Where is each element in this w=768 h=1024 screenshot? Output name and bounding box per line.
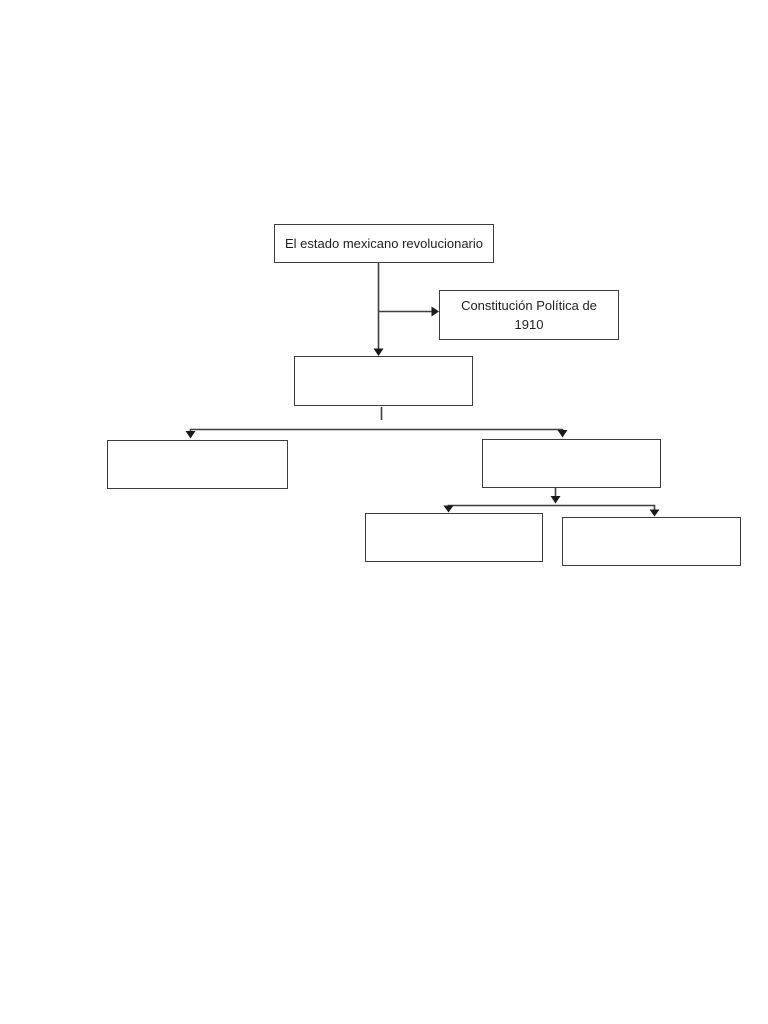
node-nivel3-izquierda-empty xyxy=(365,513,543,562)
node-nivel1-empty xyxy=(294,356,473,406)
edge-nivel1-nivel2 xyxy=(185,428,568,439)
edge-root-nivel1 xyxy=(373,263,384,356)
node-root: El estado mexicano revolucionario xyxy=(274,224,494,263)
node-constitucion-label: Constitución Política de 1910 xyxy=(461,297,597,333)
node-nivel2-derecha-empty xyxy=(482,439,661,488)
edge-root-constitucion xyxy=(378,306,439,317)
edge-nivel2der-nivel3 xyxy=(443,504,660,517)
node-nivel3-derecha-empty xyxy=(562,517,741,566)
node-root-label: El estado mexicano revolucionario xyxy=(285,235,483,251)
edge-nivel2der-stub xyxy=(550,488,561,504)
node-nivel2-izquierda-empty xyxy=(107,440,288,489)
node-constitucion: Constitución Política de 1910 xyxy=(439,290,619,340)
